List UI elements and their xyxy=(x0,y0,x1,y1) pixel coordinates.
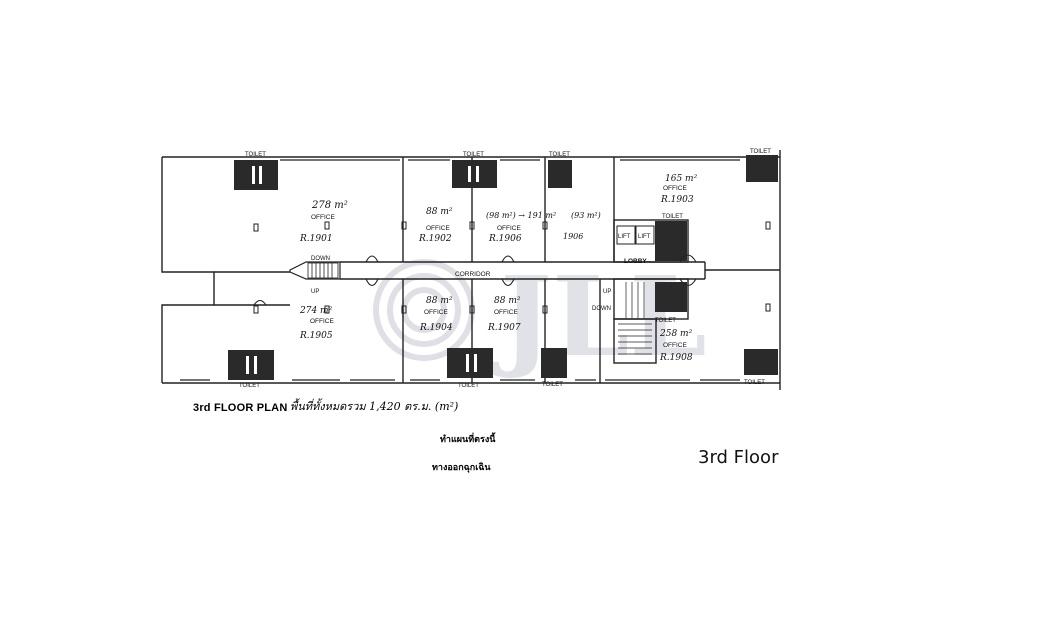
room-area: 278 m² xyxy=(311,200,348,211)
room-area: 274 m² xyxy=(299,306,333,316)
room-number: R.1903 xyxy=(660,195,694,205)
plan-title: 3rd FLOOR PLAN xyxy=(193,402,288,414)
svg-text:OFFICE: OFFICE xyxy=(311,214,335,221)
up-label: UP xyxy=(311,289,319,295)
corridor-bulges xyxy=(253,254,697,306)
room-number: R.1901 xyxy=(299,234,333,244)
core-labels: CORRIDOR LOBBY LIFT LIFT DOWN UP UP DOWN xyxy=(311,234,651,312)
toilet-label: TOILET xyxy=(542,382,563,388)
room-area: (98 m²) → 191 m² xyxy=(486,211,556,220)
thai-note-2: ทางออกฉุกเฉิน xyxy=(432,462,491,472)
columns xyxy=(253,221,771,314)
room-area: 88 m² xyxy=(426,296,453,306)
lifts xyxy=(616,225,655,245)
toilet-label: TOILET xyxy=(245,152,266,158)
svg-text:OFFICE: OFFICE xyxy=(663,185,687,192)
jll-watermark: JLL xyxy=(373,252,707,381)
toilet-label: TOILET xyxy=(744,380,765,386)
area-note: พื้นที่ทั้งหมดรวม 1,420 ตร.ม. (m²) xyxy=(290,400,459,413)
corridor-arrow xyxy=(289,261,341,280)
svg-text:OFFICE: OFFICE xyxy=(494,309,518,316)
toilet-labels: TOILET TOILET TOILET TOILET TOILET TOILE… xyxy=(239,149,771,389)
floor-caption: 3rd Floor xyxy=(698,447,779,468)
toilet-label: TOILET xyxy=(239,383,260,389)
thai-note-1: ทำแผนที่ตรงนี้ xyxy=(440,434,496,444)
down-label: DOWN xyxy=(311,256,330,262)
room-area: 165 m² xyxy=(665,174,698,184)
office-labels: OFFICE OFFICE OFFICE OFFICE OFFICE OFFIC… xyxy=(310,185,687,349)
svg-text:OFFICE: OFFICE xyxy=(424,309,448,316)
svg-text:JLL: JLL xyxy=(491,252,707,381)
room-number: R.1905 xyxy=(299,331,333,341)
room-area: 258 m² xyxy=(659,329,693,339)
lift-label: LIFT xyxy=(618,234,631,240)
room-area: 88 m² xyxy=(426,207,453,217)
stair-left xyxy=(307,262,339,279)
room-number: R.1904 xyxy=(419,323,453,333)
lobby-label: LOBBY xyxy=(624,258,647,265)
toilet-label: TOILET xyxy=(463,152,484,158)
svg-text:OFFICE: OFFICE xyxy=(310,318,334,325)
toilet-label: TOILET xyxy=(662,214,683,220)
toilet-blocks xyxy=(228,155,778,380)
svg-text:OFFICE: OFFICE xyxy=(426,225,450,232)
toilet-label: TOILET xyxy=(750,149,771,155)
toilet-label: TOILET xyxy=(655,318,676,324)
room-area: 88 m² xyxy=(494,296,521,306)
room-number: R.1907 xyxy=(487,323,521,333)
window-sills xyxy=(180,159,740,381)
svg-text:OFFICE: OFFICE xyxy=(663,342,687,349)
room-number: 1906 xyxy=(563,232,583,241)
toilet-fixtures xyxy=(246,166,479,374)
toilet-label: TOILET xyxy=(549,152,570,158)
up-label: UP xyxy=(603,289,611,295)
room-number: R.1906 xyxy=(488,234,522,244)
room-annotations: 278 m² R.1901 88 m² R.1902 (98 m²) → 191… xyxy=(299,174,698,363)
lift-label: LIFT xyxy=(638,234,651,240)
toilet-label: TOILET xyxy=(458,383,479,389)
down-label: DOWN xyxy=(592,306,611,312)
svg-text:OFFICE: OFFICE xyxy=(497,225,521,232)
stair-core xyxy=(618,282,652,355)
room-number: R.1902 xyxy=(418,234,452,244)
room-area: (93 m²) xyxy=(571,211,601,220)
corridor-label: CORRIDOR xyxy=(455,271,491,278)
room-number: R.1908 xyxy=(659,353,693,363)
